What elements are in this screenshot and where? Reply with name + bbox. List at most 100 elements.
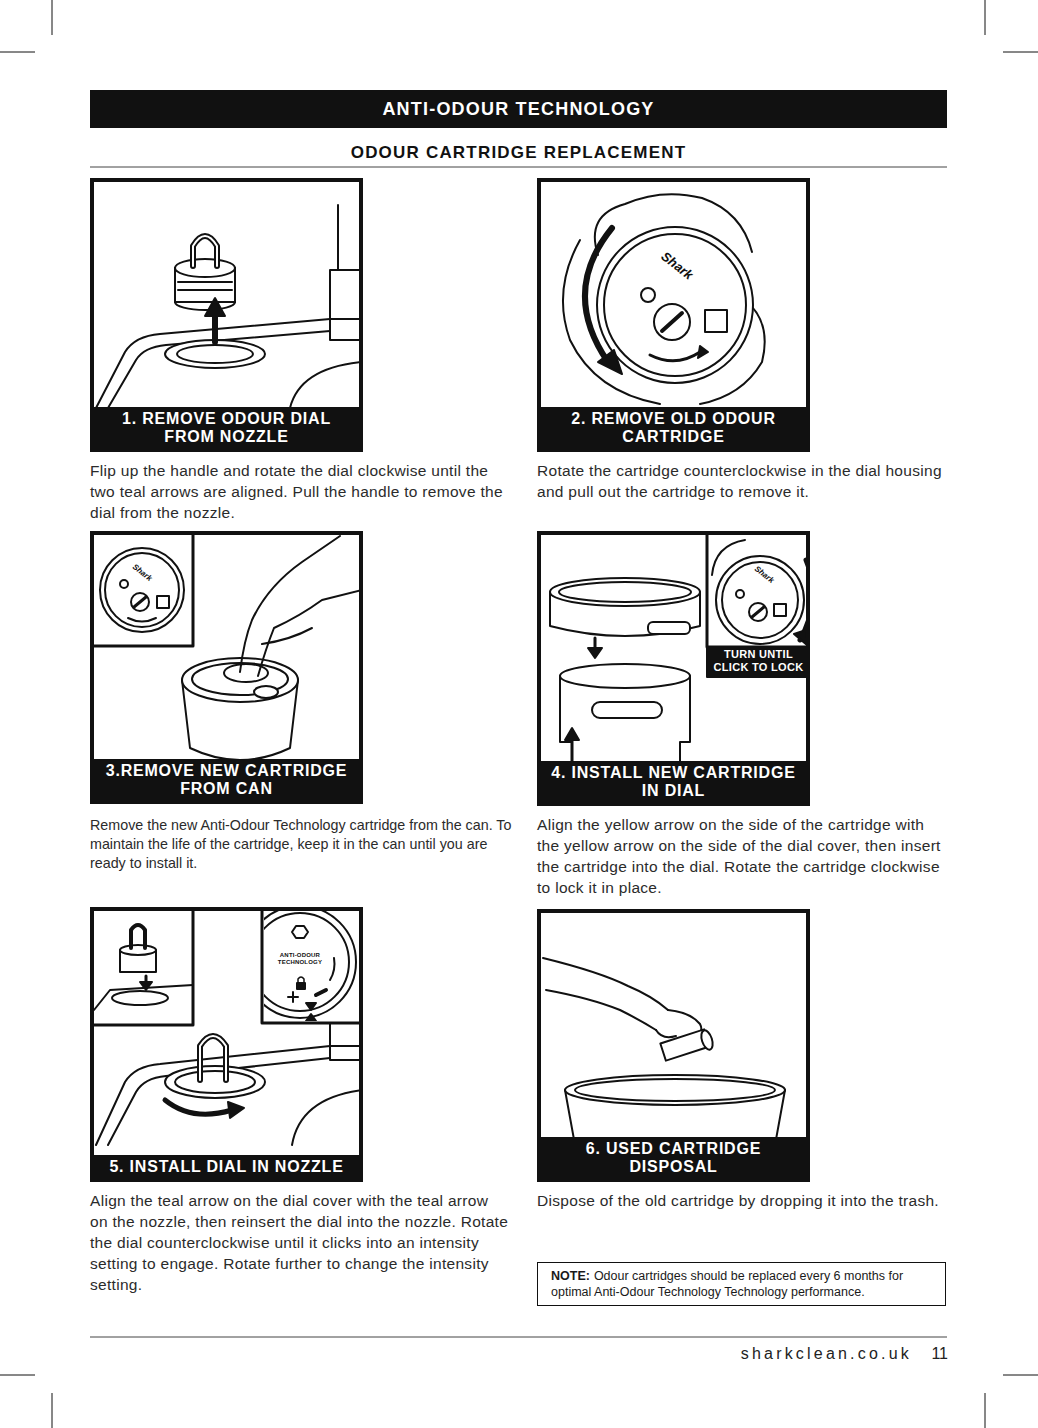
step4-illustration-shape (592, 702, 662, 718)
step4-illustration-shape (571, 738, 574, 763)
art-shape-shape (306, 1003, 316, 1010)
art-shape-shape (298, 977, 304, 983)
step6-illustration-shape (575, 1079, 775, 1101)
step1-illustration-shape (108, 331, 330, 408)
crop-marks-shape (0, 52, 35, 53)
step4-illustration-shape (588, 648, 602, 658)
step-panel: 5. INSTALL DIAL IN NOZZLE Align the teal … (90, 907, 510, 1295)
title-band: ANTI-ODOUR TECHNOLOGY (90, 90, 947, 128)
step2-illustration-shape (662, 313, 682, 331)
step3-illustration-shape (94, 535, 193, 646)
step-description: Dispose of the old cartridge by dropping… (537, 1190, 952, 1211)
art-shape-shape (297, 983, 305, 989)
crop-marks-shape (1003, 52, 1038, 53)
section-heading: ODOUR CARTRIDGE REPLACEMENT (90, 143, 947, 163)
step6-illustration-shape (565, 1075, 785, 1105)
step-panel: 3.REMOVE NEW CARTRIDGE FROM CANRemove th… (90, 531, 522, 873)
step3-illustration-shape (120, 580, 128, 588)
step4-illustration-shape (752, 607, 764, 617)
step2-illustration-shape (598, 350, 622, 374)
step-panel: 1. REMOVE ODOUR DIAL FROM NOZZLE Flip up … (90, 178, 510, 523)
footer-url: sharkclean.co.uk (690, 1344, 912, 1363)
crop-marks-shape (985, 0, 986, 35)
step5-illustration-shape (140, 982, 152, 990)
step-heading-bar: 3.REMOVE NEW CARTRIDGE FROM CAN (94, 759, 359, 800)
step-panel: 6. USED CARTRIDGE DISPOSAL Dispose of the… (537, 909, 952, 1211)
step1-illustration-shape (178, 281, 232, 283)
art-shape-shape (165, 1066, 265, 1098)
step-description: Flip up the handle and rotate the dial c… (90, 460, 510, 523)
step2-illustration-shape (597, 227, 753, 383)
illustration-frame: 1. REMOVE ODOUR DIAL FROM NOZZLE (90, 178, 363, 452)
step6-illustration (543, 958, 785, 1141)
step4-illustration-shape (559, 582, 691, 602)
art-shape-shape (108, 1058, 330, 1145)
step-description: Align the yellow arrow on the side of th… (537, 814, 951, 898)
callout-bar-text: TURN UNTIL CLICK TO LOCK (707, 648, 810, 674)
crop-marks-shape (52, 0, 53, 35)
step3-illustration-shape (240, 536, 340, 672)
step-heading-bar: 6. USED CARTRIDGE DISPOSAL (541, 1137, 806, 1178)
step3-illustration-shape (134, 597, 146, 607)
note-heading: NOTE: (551, 1269, 590, 1283)
step2-illustration-shape (705, 310, 727, 332)
illustration-frame: 3.REMOVE NEW CARTRIDGE FROM CAN (90, 531, 363, 804)
step-panel: 4. INSTALL NEW CARTRIDGE IN DIAL Align th… (537, 531, 951, 898)
step3-illustration (94, 535, 359, 760)
step3-illustration-shape (157, 596, 169, 608)
step3-illustration-shape (100, 548, 184, 632)
step-description: Align the teal arrow on the dial cover w… (90, 1190, 510, 1295)
step-description: Rotate the cartridge counterclockwise in… (537, 460, 952, 502)
step-heading: 2. REMOVE OLD ODOUR CARTRIDGE (571, 410, 776, 445)
step-heading: 3.REMOVE NEW CARTRIDGE FROM CAN (106, 762, 348, 797)
step-heading-bar: 5. INSTALL DIAL IN NOZZLE (94, 1155, 359, 1178)
step2-illustration-shape (641, 288, 655, 302)
illustration-frame: 6. USED CARTRIDGE DISPOSAL (537, 909, 810, 1182)
art-shape-shape (316, 990, 326, 995)
rule-lines-shape (90, 1337, 947, 1338)
step4-illustration-shape (774, 604, 786, 616)
step4-illustration-shape (550, 578, 700, 606)
art-shape-shape (306, 1014, 316, 1021)
step6-illustration-shape (668, 1010, 701, 1034)
step1-illustration-shape (205, 298, 225, 316)
crop-marks-shape (0, 1375, 35, 1376)
step-heading: 5. INSTALL DIAL IN NOZZLE (109, 1158, 343, 1175)
rule-lines-shape (90, 167, 947, 168)
art-shape-shape (175, 1071, 255, 1093)
art-shape-shape (94, 911, 193, 1025)
step2-illustration-shape (585, 228, 612, 362)
art-shape-shape (200, 1036, 226, 1080)
art-shape-shape (292, 926, 308, 938)
step6-illustration-shape (699, 1029, 715, 1051)
step1-illustration-shape (193, 236, 217, 266)
art-shape-shape (264, 913, 349, 1011)
step-heading: 4. INSTALL NEW CARTRIDGE IN DIAL (551, 764, 795, 799)
step2-illustration (563, 194, 765, 404)
step4-illustration-shape (707, 647, 806, 677)
art-shape-shape (292, 1090, 359, 1145)
step6-illustration-shape (546, 990, 656, 1030)
step-heading: 6. USED CARTRIDGE DISPOSAL (586, 1140, 761, 1175)
step3-illustration-shape (105, 553, 179, 627)
art-shape-shape (200, 1036, 226, 1080)
step-heading-bar: 2. REMOVE OLD ODOUR CARTRIDGE (541, 407, 806, 448)
step4-illustration-shape (794, 630, 806, 646)
step2-illustration-shape (698, 346, 708, 358)
step-heading-bar: 1. REMOVE ODOUR DIAL FROM NOZZLE (94, 407, 359, 448)
step6-illustration-shape (543, 958, 668, 1010)
step3-illustration-shape (128, 618, 156, 622)
step1-illustration-shape (177, 345, 253, 363)
step1-illustration-shape (290, 362, 359, 408)
step-panel: 2. REMOVE OLD ODOUR CARTRIDGE Rotate the … (537, 178, 952, 502)
step5-illustration (92, 906, 363, 1145)
step4-illustration-shape (722, 562, 798, 638)
art-shape-shape (330, 958, 335, 980)
step4-illustration-shape (560, 664, 690, 688)
step2-illustration-shape (604, 234, 746, 376)
art-shape-shape (228, 1102, 244, 1118)
step6-illustration-shape (656, 1030, 676, 1037)
step5-illustration-shape (112, 991, 168, 1005)
dial-print: ANTI-ODOUR TECHNOLOGY (274, 952, 326, 966)
